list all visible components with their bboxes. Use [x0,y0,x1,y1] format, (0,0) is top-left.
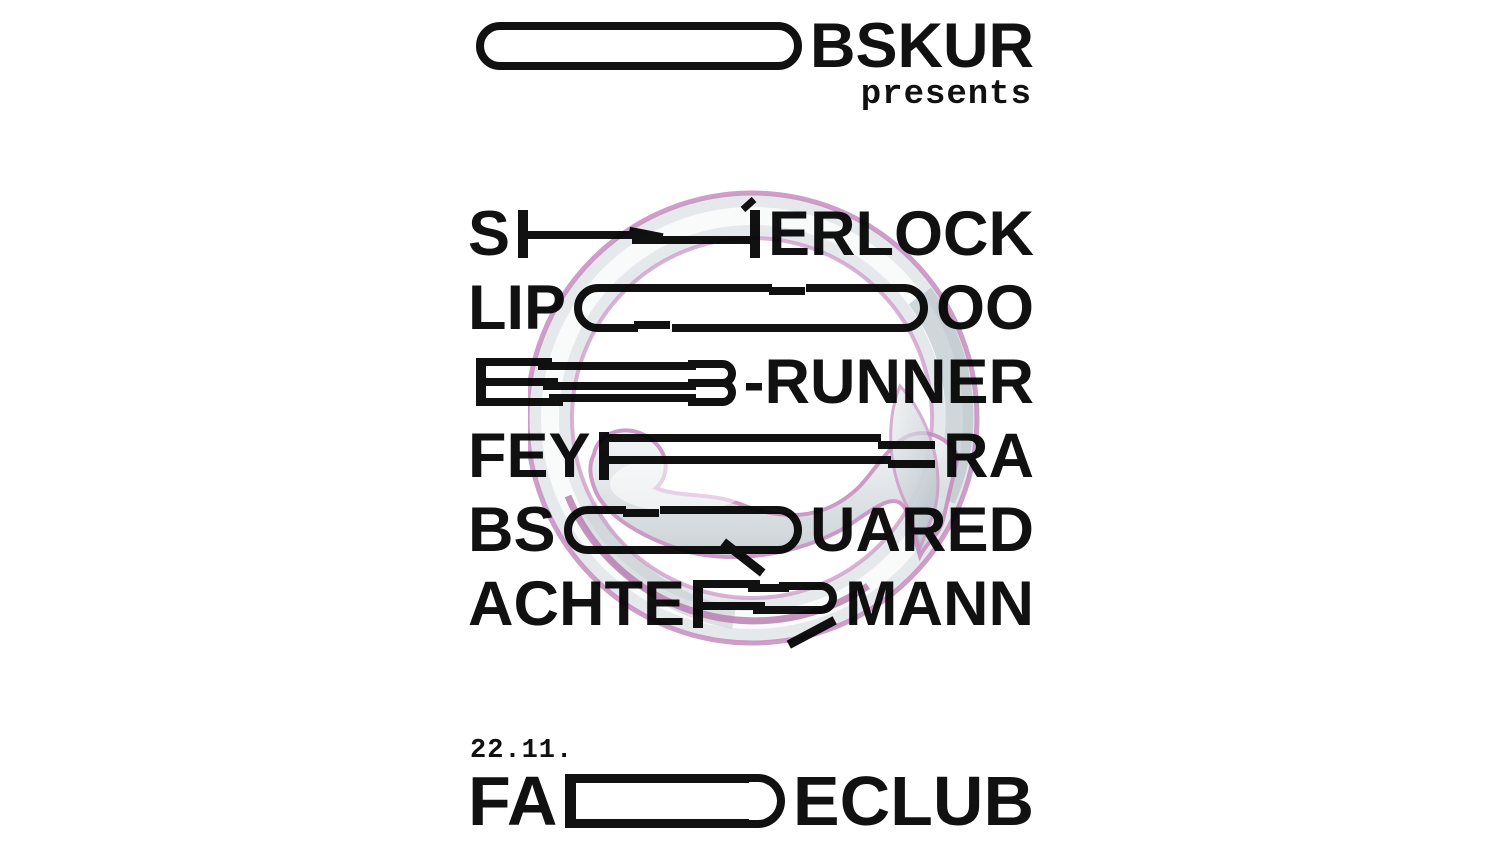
artist-prefix: ACHTE [468,569,685,639]
stretched-letter-q [563,504,802,577]
glyph-bar [485,398,563,406]
glyph-bar [632,236,751,244]
stretched-letter-f [598,432,935,480]
brand-name-text: BSKUR [809,11,1034,81]
artist-prefix: BS [468,495,556,565]
glyph-glitch [634,321,671,329]
glyph-bowl [712,774,785,828]
lineup-row-feyra: FEY RA [468,421,1034,491]
glyph-stem [518,210,529,258]
glyph-bar [607,434,882,442]
glyph-bar [485,358,553,366]
stretched-q-outline [563,506,802,554]
stretched-letter-d [565,774,785,828]
lineup-row-brunner: -RUNNER [468,347,1034,417]
lineup-row-lipoo: LIP OO [468,273,1034,343]
glyph-bar [575,819,749,828]
event-date: 22.11. [470,736,574,766]
artist-prefix: LIP [468,273,567,343]
stretched-letter-h [518,196,760,258]
glyph-bowl [687,379,736,406]
glyph-bar [485,378,558,386]
glyph-bar [575,774,749,783]
brand-header: BSKUR [468,11,1034,81]
artist-prefix: FEY [468,421,591,491]
glyph-bowl [779,582,838,614]
glyph-stem [476,358,486,406]
artist-suffix: ERLOCK [768,199,1034,269]
glyph-bar [887,460,935,468]
lineup-row-sherlock: S ERLOCK [468,196,1034,269]
venue-row: FA ECLUB [468,762,1034,840]
stretched-o-outline [574,284,928,332]
r-leg [786,616,837,649]
glyph-bar [877,441,935,449]
venue-prefix: FA [468,762,558,840]
glyph-bar [548,394,696,402]
stretched-o-outline [476,22,802,70]
artist-prefix: S [468,199,511,269]
lineup-row-bsquared: BS UARED [468,495,1034,577]
glyph-glitch [768,287,805,295]
lineup-row-achtermann: ACHTE MANN [468,569,1034,649]
glyph-bar [538,362,696,370]
artist-suffix: -RUNNER [743,347,1034,417]
stretched-letter-r [693,580,838,649]
brand-tagline: presents [860,76,1032,114]
glyph-stem [565,774,577,828]
stretched-letter-o [476,22,802,70]
stretched-letter-b [476,358,736,406]
glyph-glitch [623,509,660,517]
artist-suffix: RA [943,421,1034,491]
artist-suffix: OO [935,273,1034,343]
glyph-stem [750,210,760,258]
venue-suffix: ECLUB [792,762,1034,840]
stretched-letter-o [574,282,928,334]
glyph-bar [607,456,892,464]
artist-suffix: UARED [809,495,1034,565]
glyph-bar [543,382,696,390]
artist-suffix: MANN [845,569,1034,639]
